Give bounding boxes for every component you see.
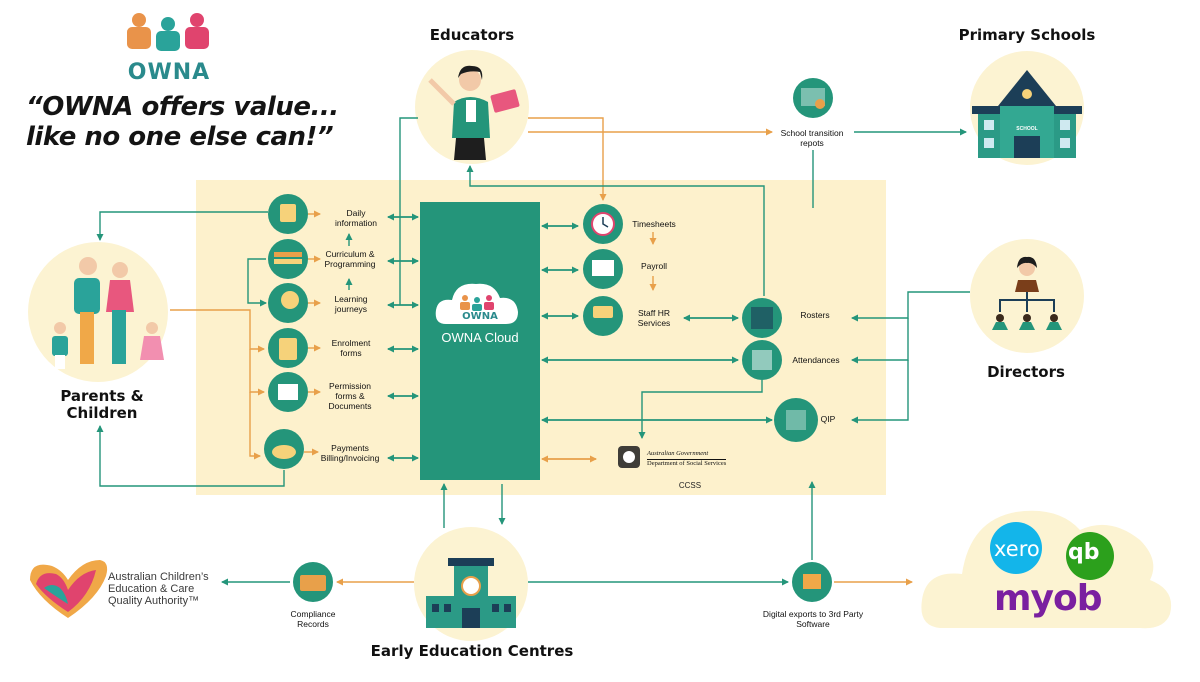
payroll-label: Payroll <box>641 261 667 271</box>
directors-title: Directors <box>987 363 1065 381</box>
ccss-label: CCSS <box>678 481 702 490</box>
timesheets-label: Timesheets <box>632 219 676 229</box>
government-line1: Australian Government <box>647 450 727 460</box>
rosters-label: Rosters <box>800 310 830 320</box>
centre-building-icon <box>426 558 516 628</box>
cloud-shape-icon <box>435 283 518 324</box>
curriculum-label: Curriculum & Programming <box>324 249 376 269</box>
xero-logo-icon <box>990 522 1042 574</box>
digital-exports-label: Digital exports to 3rd Party Software <box>762 609 864 629</box>
permission-forms-label: Permission forms & Documents <box>328 381 372 411</box>
flow-arrows <box>96 117 970 586</box>
learning-journeys-label: Learning journeys <box>334 294 368 314</box>
educators-title: Educators <box>429 26 515 44</box>
xero-logo-text: xero <box>994 537 1040 561</box>
owna-cloud-caption: OWNA Cloud <box>441 330 519 345</box>
educator-figure-icon <box>428 65 520 160</box>
acecqa-text: Australian Children’s Education & Care Q… <box>108 571 209 607</box>
government-crest-icon <box>618 446 640 468</box>
acecqa-heart-logo <box>30 560 108 618</box>
payments-label: Payments Billing/Invoicing <box>320 443 380 463</box>
government-logo-text: Australian Government Department of Soci… <box>647 450 727 468</box>
school-sign: SCHOOL <box>1016 126 1037 132</box>
staff-hr-label: Staff HR Services <box>637 308 671 328</box>
early-education-title: Early Education Centres <box>370 642 574 660</box>
quickbooks-logo-icon <box>1066 532 1114 580</box>
daily-information-label: Daily information <box>334 208 378 228</box>
school-building-icon <box>972 70 1082 158</box>
primary-schools-title: Primary Schools <box>958 26 1096 44</box>
quickbooks-logo-text: qb <box>1068 540 1100 565</box>
school-transition-label: School transition repots <box>780 128 844 148</box>
parents-children-title: Parents & Children <box>60 387 144 422</box>
cloud-owna-figures-icon <box>460 295 494 311</box>
feature-panel <box>196 180 886 495</box>
owna-cloud-block <box>420 202 540 480</box>
tagline: “OWNA offers value... like no one else c… <box>26 92 339 152</box>
qip-label: QIP <box>820 414 836 424</box>
owna-logo-icon <box>127 13 209 51</box>
enrolment-forms-label: Enrolment forms <box>331 338 371 358</box>
third-party-cloud <box>921 510 1172 629</box>
cloud-logo-text: OWNA <box>462 311 498 322</box>
attendances-label: Attendances <box>792 355 840 365</box>
government-line2: Department of Social Services <box>647 460 727 467</box>
compliance-records-label: Compliance Records <box>290 609 336 629</box>
family-figures-icon <box>52 257 164 369</box>
owna-logo-text: OWNA <box>127 60 211 85</box>
document-icon <box>774 398 818 442</box>
org-chart-icon <box>992 256 1062 330</box>
myob-logo-text: myob <box>994 578 1102 619</box>
